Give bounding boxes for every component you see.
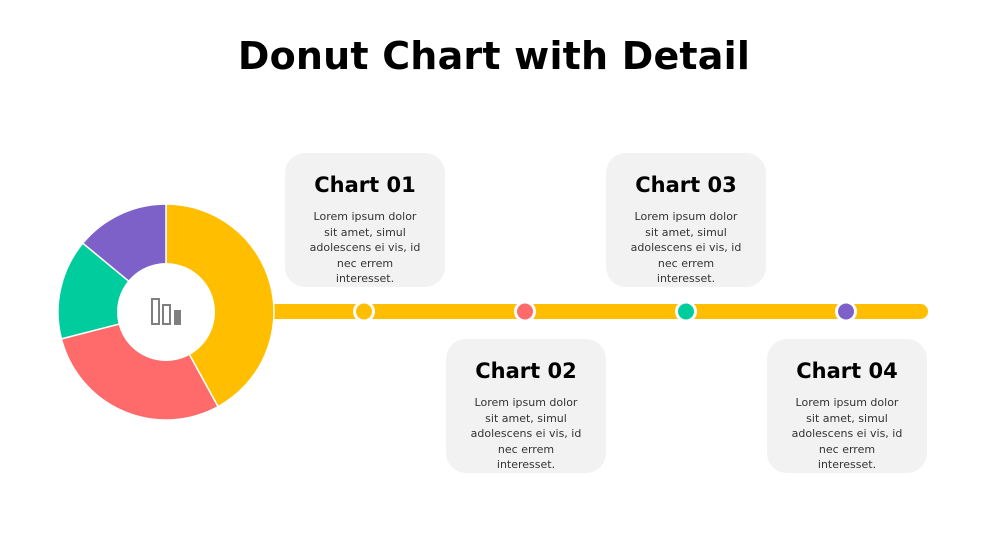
chart-card-04: Chart 04 Lorem ipsum dolor sit amet, sim… <box>767 339 927 473</box>
timeline-dot-02 <box>517 303 533 320</box>
card-body: Lorem ipsum dolor sit amet, simul adoles… <box>791 396 903 471</box>
card-body: Lorem ipsum dolor sit amet, simul adoles… <box>470 396 582 471</box>
timeline-bar <box>260 304 928 319</box>
donut-hole <box>117 263 215 361</box>
timeline-dot-03 <box>678 303 694 320</box>
chart-card-03: Chart 03 Lorem ipsum dolor sit amet, sim… <box>606 153 766 287</box>
card-body: Lorem ipsum dolor sit amet, simul adoles… <box>309 210 421 285</box>
bar-chart-icon <box>151 298 181 325</box>
timeline-dot-01 <box>356 303 372 320</box>
page-title: Donut Chart with Detail <box>237 34 751 78</box>
timeline-dot-04 <box>838 303 854 320</box>
donut-slice-01 <box>165 203 275 408</box>
card-title: Chart 01 <box>314 173 416 197</box>
card-title: Chart 02 <box>475 359 577 383</box>
card-title: Chart 03 <box>635 173 737 197</box>
card-body: Lorem ipsum dolor sit amet, simul adoles… <box>630 210 742 285</box>
chart-card-02: Chart 02 Lorem ipsum dolor sit amet, sim… <box>446 339 606 473</box>
card-title: Chart 04 <box>796 359 898 383</box>
chart-card-01: Chart 01 Lorem ipsum dolor sit amet, sim… <box>285 153 445 287</box>
